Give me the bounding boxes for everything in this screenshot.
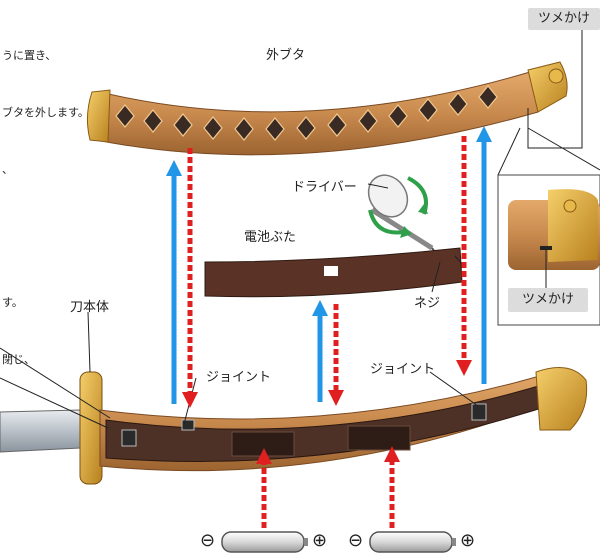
- arrowhead-down-mid: [328, 390, 344, 406]
- arrowhead-up-mid: [312, 300, 328, 316]
- label-screwdriver: ドライバー: [292, 180, 357, 195]
- tag-hook-zoom: ツメかけ: [508, 288, 588, 312]
- label-screw: ネジ: [414, 296, 441, 311]
- instruction-line-3: 、: [2, 163, 13, 176]
- screwdriver-image: [367, 174, 443, 263]
- callout-line-2: [0, 377, 109, 429]
- label-joint-left: ジョイント: [206, 370, 272, 385]
- battery-left-image: [221, 531, 308, 553]
- assembly-arrows: [166, 126, 492, 528]
- arrowhead-up-left: [166, 160, 182, 176]
- label-battery-cover: 電池ぶた: [244, 230, 297, 245]
- instruction-line-2: ブタを外します。: [2, 106, 89, 119]
- callout-line-1: [0, 347, 111, 419]
- joint-right-leader: [429, 371, 479, 407]
- sword-body-image: [0, 367, 588, 485]
- arrowhead-down-right: [456, 360, 472, 376]
- zoom-connector-right: [527, 127, 600, 171]
- outer-cover-image: [86, 61, 568, 156]
- label-blade-body: 刀本体: [70, 300, 110, 315]
- instruction-line-1: うに置き、: [2, 49, 57, 62]
- battery-right-plus-symbol: ⊕: [460, 530, 476, 551]
- blade-body-leader: [87, 311, 91, 373]
- label-joint-right: ジョイント: [370, 362, 436, 377]
- label-outer-cover: 外ブタ: [266, 48, 306, 63]
- tag-hook-top: ツメかけ: [528, 8, 600, 30]
- instruction-line-6: す。: [2, 296, 23, 309]
- arrowhead-battery-right: [384, 446, 400, 462]
- arrowhead-battery-left: [256, 448, 272, 464]
- battery-right-minus-symbol: ⊖: [348, 530, 364, 551]
- battery-left-plus-symbol: ⊕: [312, 530, 328, 551]
- arrowhead-down-left: [182, 392, 198, 408]
- arrowhead-up-right: [476, 126, 492, 142]
- battery-left-minus-symbol: ⊖: [200, 530, 216, 551]
- battery-cover-image: [204, 247, 463, 298]
- zoom-connector-top: [497, 127, 521, 176]
- battery-right-image: [369, 531, 456, 553]
